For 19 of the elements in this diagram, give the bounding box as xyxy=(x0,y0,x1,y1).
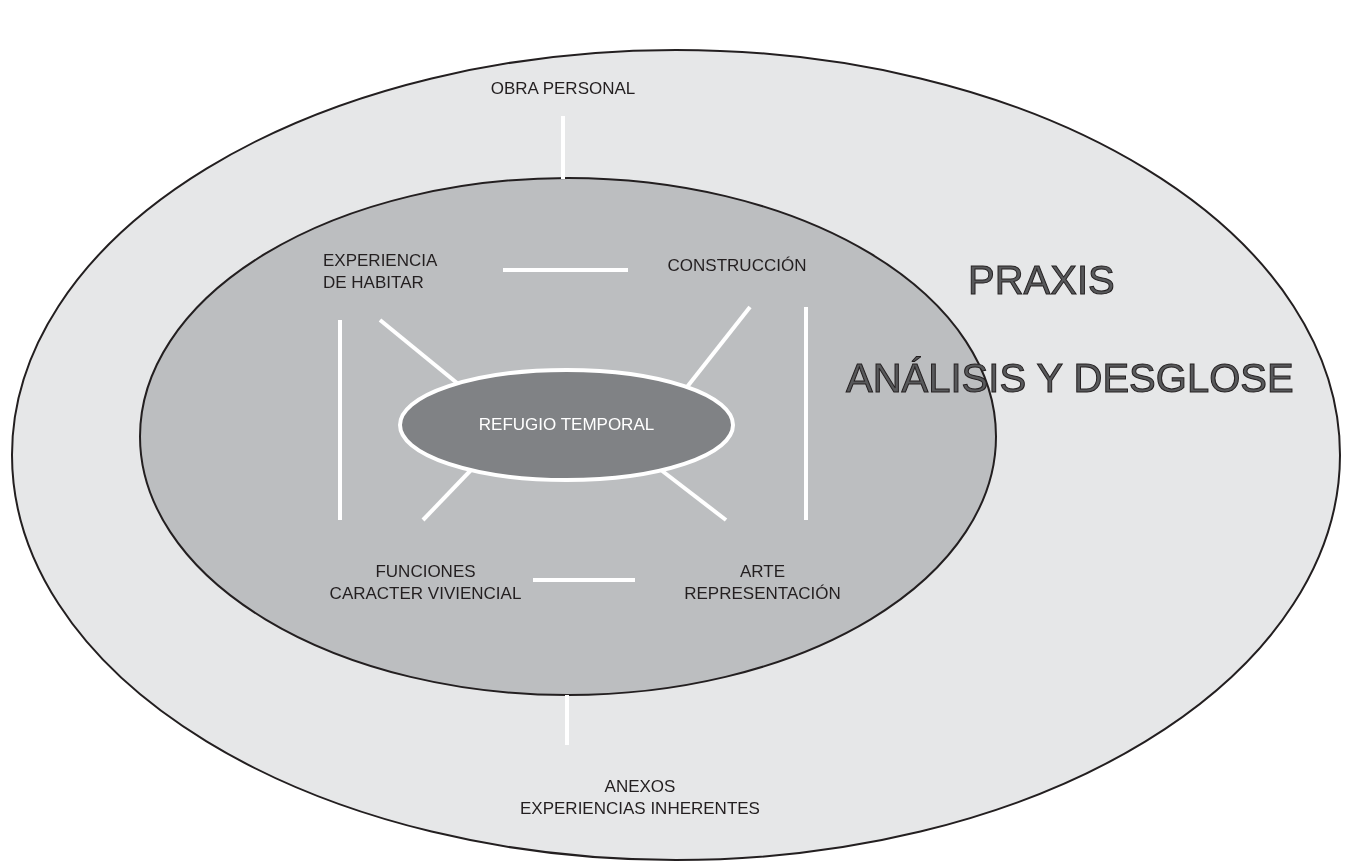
connector-line xyxy=(804,307,808,520)
node-label: CARACTER VIVIENCIAL xyxy=(329,583,522,605)
node-label: CONSTRUCCIÓN xyxy=(667,255,807,277)
node-label: EXPERIENCIAS INHERENTES xyxy=(520,798,760,820)
node-label: REPRESENTACIÓN xyxy=(684,583,841,605)
node-label: OBRA PERSONAL xyxy=(490,78,636,100)
connector-line xyxy=(659,468,728,522)
connector-line xyxy=(533,578,635,582)
region-title: PRAXIS xyxy=(968,258,1115,302)
node-label: REFUGIO TEMPORAL xyxy=(478,414,655,436)
connector-line xyxy=(421,468,473,522)
connector-line xyxy=(685,305,752,389)
connector-line xyxy=(503,268,628,272)
node-label: EXPERIENCIA DE HABITAR xyxy=(322,250,438,294)
node-label: ANEXOS xyxy=(604,776,676,798)
connector-line xyxy=(378,318,459,385)
node-label: ARTE xyxy=(739,561,785,583)
connector-line xyxy=(338,320,342,520)
node-label: FUNCIONES xyxy=(375,561,476,583)
